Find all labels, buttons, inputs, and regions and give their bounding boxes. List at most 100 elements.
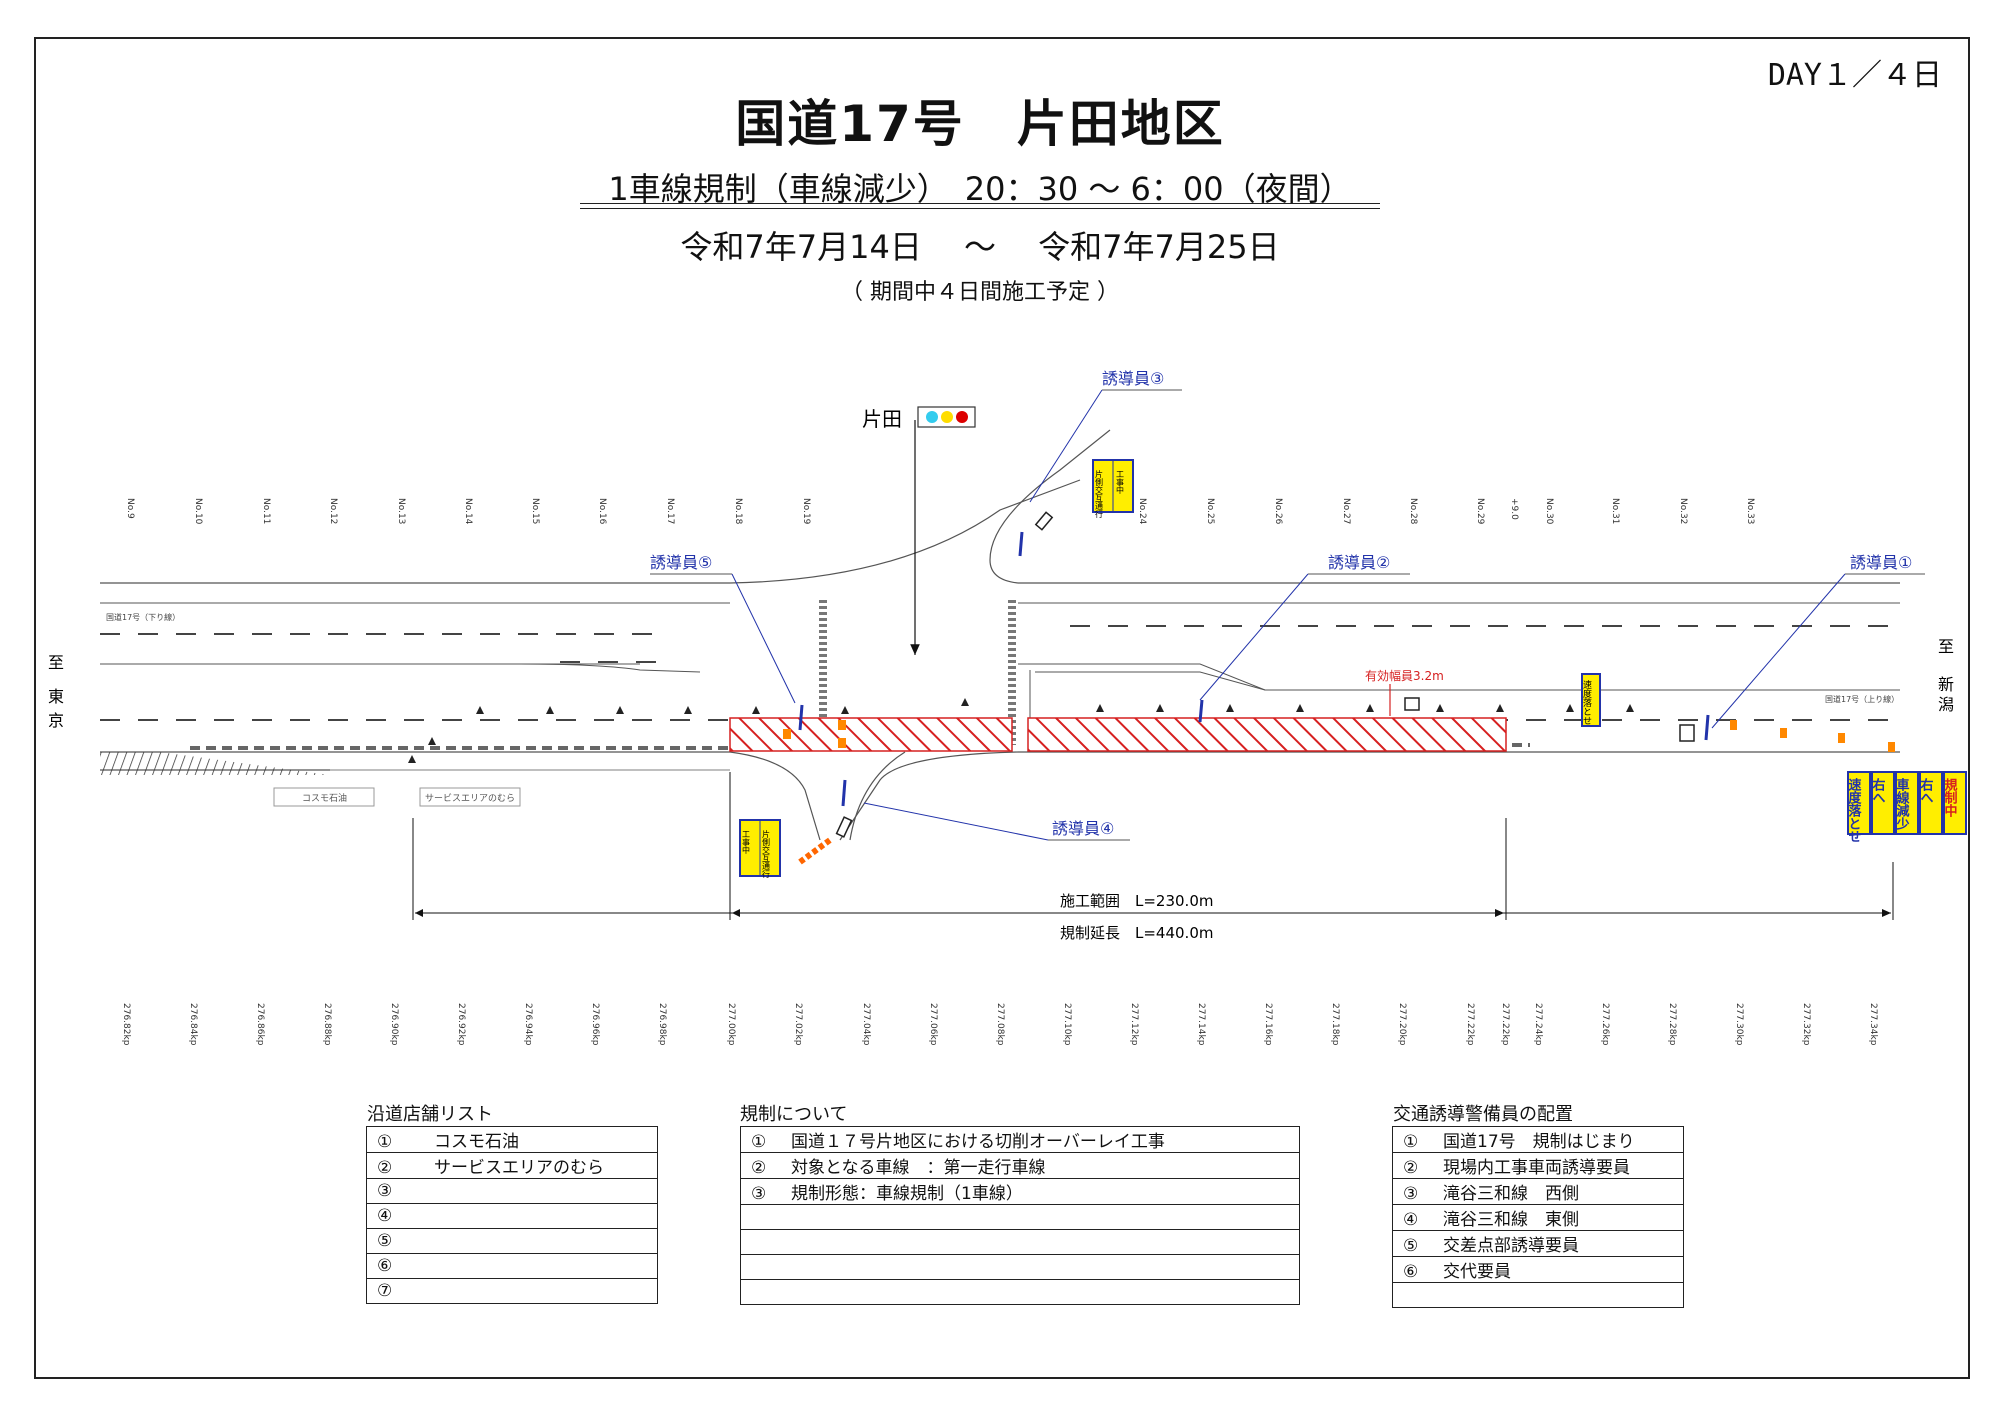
table-row [740,1279,1300,1305]
station-label: No.17 [665,498,675,524]
cone-icon [1156,704,1164,712]
direction-east-1: 至 [1938,637,1954,656]
kilo-post-label: 276.98kp [657,1003,667,1046]
kilo-post-label: 276.94kp [523,1003,533,1046]
cone-icon [684,706,692,714]
regulation-subtitle: 1車線規制（車線減少） 20：30 ～ 6：00（夜間） [608,170,1352,208]
direction-west-3: 京 [48,711,64,730]
kilo-post-label: 276.88kp [322,1003,332,1046]
station-label: No.16 [597,498,607,525]
date-range: 令和7年7月14日 ～ 令和7年7月25日 [680,228,1280,266]
cone-icon [752,706,760,714]
station-label: No.32 [1678,498,1688,524]
station-label: No.24 [1137,498,1147,525]
closed-lane-east [1027,717,1507,752]
kilo-post-label: 277.24kp [1533,1003,1543,1046]
guard-1-label: 誘導員① [1850,553,1912,572]
row-text: 交代要員 [1443,1262,1511,1282]
cone-icon [476,706,484,714]
kilo-post-label: 277.08kp [995,1003,1005,1046]
svg-text:右へ: 右へ [1870,777,1887,804]
station-label: No.11 [261,498,271,524]
row-number: ⑤ [1403,1236,1419,1256]
svg-text:規制中: 規制中 [1942,778,1958,818]
signal-light-icon [956,411,968,423]
traffic-cones [408,698,1634,763]
guard-4-label: 誘導員④ [1052,819,1114,838]
row-text: 国道１７号片地区における切削オーバーレイ工事 [791,1132,1165,1152]
svg-text:片側交互通行: 片側交互通行 [1095,469,1104,519]
svg-text:工事中: 工事中 [742,830,751,855]
table-cell [740,1229,1300,1255]
kilo-post-label: 277.22kp [1465,1003,1475,1046]
kilo-post-label: 277.00kp [726,1003,736,1046]
advance-sign-group: 速度落とせ 右へ 車線減少 右へ 規制中 [1846,771,1967,843]
cone-icon [1366,704,1374,712]
row-number: ⑥ [1403,1262,1419,1282]
effective-width-label: 有効幅員3.2m [1365,668,1444,683]
cone-icon [961,698,969,706]
row-text: サービスエリアのむら [417,1158,604,1178]
kilo-post-label: 277.02kp [793,1003,803,1046]
signal-light-icon [926,411,938,423]
direction-west-2: 東 [48,687,64,706]
road-label-up: 国道17号（上り線） [1825,694,1899,704]
svg-text:工事中: 工事中 [1116,470,1125,495]
station-label: No.13 [396,498,406,524]
kilo-post-label: 277.06kp [928,1003,938,1046]
table-cell: ⑦ [366,1278,658,1304]
gore-area [100,752,330,775]
kilo-post-label: 276.96kp [590,1003,600,1046]
guard-callouts: 誘導員③ 誘導員⑤ 誘導員② 誘導員① 誘導員④ [650,369,1925,841]
kilo-post-label: 277.26kp [1600,1003,1610,1046]
kilo-post-label: 277.20kp [1397,1003,1407,1046]
station-label: No.30 [1544,498,1554,525]
kilo-post-label: 277.12kp [1129,1003,1139,1046]
guard-3-label: 誘導員③ [1102,369,1164,388]
kilo-post-label: 277.16kp [1263,1003,1273,1046]
kilo-post-label: 277.14kp [1196,1003,1206,1046]
station-label: No.15 [530,498,540,524]
sign-board-intersection-north: 片側交互通行 工事中 [1092,459,1134,519]
station-label: No.33 [1745,498,1755,524]
cone-icon [1096,704,1104,712]
svg-text:右へ: 右へ [1918,777,1935,804]
station-label: +9.0 [1509,498,1519,520]
svg-text:片側交互通行: 片側交互通行 [762,829,771,879]
table-cell [740,1204,1300,1230]
table-row: ③ [366,1178,658,1204]
row-text: 現場内工事車両誘導要員 [1443,1158,1630,1178]
kilo-post-label: 277.18kp [1330,1003,1340,1046]
table-row: ④ [366,1203,658,1229]
kilo-post-label: 276.84kp [188,1003,198,1046]
cone-icon [1496,704,1504,712]
station-label: No.9 [125,498,135,519]
drawing-frame [34,37,1970,1379]
shop-label: サービスエリアのむら [425,793,515,804]
table-row: ② サービスエリアのむら [366,1152,658,1179]
row-number: ① [1403,1132,1419,1152]
table-cell: ④ [366,1203,658,1229]
road-label-down: 国道17号（下り線） [106,612,180,622]
table-cell: ⑥ 交代要員 [1392,1256,1684,1283]
row-text: 規制形態：車線規制（1車線） [791,1184,1023,1204]
cone-icon [1226,704,1234,712]
day-label: DAY１／４日 [1767,58,1942,93]
regulation-length-label: 規制延長 L=440.0m [1060,924,1213,942]
table-row: ⑥ [366,1253,658,1279]
work-period-note: （ 期間中４日間施工予定 ） [841,280,1119,305]
table-cell: ② サービスエリアのむら [366,1152,658,1179]
direction-east-2: 新 [1938,675,1954,694]
row-text: 滝谷三和線 東側 [1443,1210,1579,1230]
